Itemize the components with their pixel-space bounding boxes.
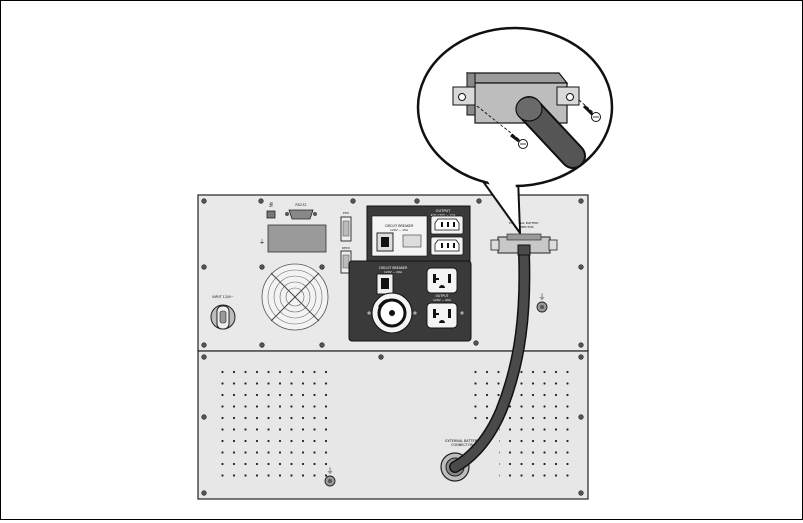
breaker-label-1: CIRCUIT BREAKER — [385, 224, 414, 228]
thumb-screw-right — [578, 99, 601, 122]
output-label-2: OUTPUT — [436, 294, 449, 298]
twist-lock-receptacle — [371, 292, 413, 334]
repo-label: REPO — [342, 246, 351, 250]
ground-icon-3: ⏚ — [327, 467, 334, 475]
external-battery-module: EXTERNAL BATTERY CONNECTOR ⏚ — [197, 350, 589, 500]
ups-ebm-label: EXTERNAL BATTERY — [509, 221, 539, 225]
ups-rear-panel: ⭿ RS232 ⏚ EPO REPO CIRCUIT BREAKER 120V … — [197, 194, 589, 352]
epo-connector: EPO — [340, 211, 352, 242]
svg-text:CONNECTOR: CONNECTOR — [514, 225, 533, 229]
rs232-port: RS232 — [285, 203, 317, 220]
communication-bay — [267, 224, 327, 253]
output-rating-2: 120V ~ 20A — [433, 298, 452, 302]
nema-receptacle-1 — [426, 267, 458, 294]
battery-connector-label-line2: CONNECTOR — [451, 443, 473, 447]
panel-screws — [201, 198, 584, 348]
input-label: INPUT 120V~ — [212, 295, 234, 299]
breaker-rating-1: 120V ~ 15A — [390, 228, 409, 232]
magnified-connector — [452, 72, 586, 169]
thumb-screw-left — [476, 105, 528, 149]
ground-icon: ⏚ — [259, 239, 265, 246]
breaker-label-2: CIRCUIT BREAKER — [379, 266, 408, 270]
nema-receptacle-2 — [426, 302, 458, 329]
iec-receptacle-1 — [430, 215, 464, 235]
breaker-rating-2: 120V ~ 20A — [384, 270, 403, 274]
battery-connector-label: EXTERNAL BATTERY CONNECTOR — [445, 439, 480, 447]
input-power-cord: INPUT 120V~ — [210, 295, 236, 330]
output-rating: 100-120V ~ 10A — [431, 213, 457, 217]
battery-ground-stud: ⏚ — [324, 467, 336, 487]
ground-stud: ⏚ — [536, 293, 548, 313]
iec-receptacle-2 — [430, 236, 464, 256]
usb-icon: ⭿ — [269, 202, 273, 209]
output-block-bottom: CIRCUIT BREAKER 120V ~ 20A OUTPUT 120V ~… — [348, 260, 472, 342]
battery-connector-label-line1: EXTERNAL BATTERY — [445, 439, 480, 443]
battery-screws — [201, 354, 584, 496]
output-label: OUTPUT — [436, 209, 451, 213]
ground-icon-2: ⏚ — [539, 293, 546, 301]
detail-callout — [416, 26, 614, 234]
usb-port: ⭿ — [266, 202, 276, 219]
epo-label: EPO — [343, 211, 350, 215]
output-block-top: CIRCUIT BREAKER 120V ~ 15A OUTPUT 100-12… — [366, 205, 471, 262]
fan-guard — [261, 263, 329, 331]
vent-grid-left — [213, 363, 328, 477]
rs232-label: RS232 — [295, 203, 306, 207]
